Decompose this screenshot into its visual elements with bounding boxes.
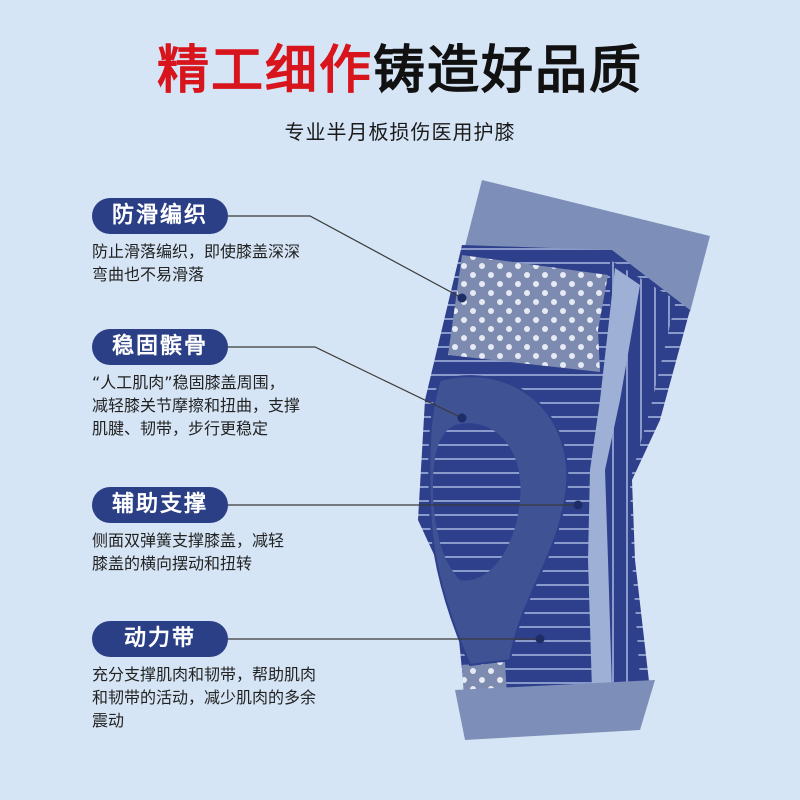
leader-lines — [228, 215, 578, 640]
desc-line: 侧面双弹簧支撑膝盖，减轻 — [92, 531, 285, 550]
desc-line: 肌腱、韧带，步行更稳定 — [92, 419, 269, 438]
feature-label-power-band: 动力带 — [92, 621, 228, 657]
page-title: 精工细作铸造好品质 — [0, 36, 800, 106]
leader-line-1 — [228, 215, 463, 299]
feature-desc-support: 侧面双弹簧支撑膝盖，减轻 膝盖的横向摆动和扭转 — [92, 529, 352, 575]
feature-desc-patella: “人工肌肉”稳固膝盖周围， 减轻膝关节摩擦和扭曲，支撑 肌腱、韧带，步行更稳定 — [92, 371, 352, 440]
leader-dots — [457, 293, 583, 644]
page-subtitle: 专业半月板损伤医用护膝 — [284, 120, 516, 144]
bottom-cuff — [455, 680, 655, 740]
patella-center — [432, 423, 521, 581]
desc-line: 和韧带的活动，减少肌肉的多余 — [92, 688, 317, 707]
desc-line: 震动 — [92, 711, 125, 730]
side-spring — [588, 268, 640, 690]
feature-label-anti-slip: 防滑编织 — [92, 198, 228, 234]
anti-slip-patch — [448, 255, 608, 372]
title-highlight: 精工细作 — [156, 41, 373, 101]
desc-line: “人工肌肉”稳固膝盖周围， — [92, 373, 285, 392]
feature-label-patella: 稳固髌骨 — [92, 329, 228, 365]
title-rest: 铸造好品质 — [373, 41, 644, 101]
desc-line: 膝盖的横向摆动和扭转 — [92, 554, 253, 573]
feature-desc-anti-slip: 防止滑落编织，即使膝盖深深 弯曲也不易滑落 — [92, 240, 352, 286]
desc-line: 充分支撑肌肉和韧带，帮助肌肉 — [92, 665, 317, 684]
desc-line: 减轻膝关节摩擦和扭曲，支撑 — [92, 396, 301, 415]
feature-label-support: 辅助支撑 — [92, 487, 228, 523]
feature-desc-power-band: 充分支撑肌肉和韧带，帮助肌肉 和韧带的活动，减少肌肉的多余 震动 — [92, 663, 352, 732]
desc-line: 防止滑落编织，即使膝盖深深 — [92, 242, 301, 261]
desc-line: 弯曲也不易滑落 — [92, 265, 205, 284]
leader-line-2 — [228, 346, 463, 419]
